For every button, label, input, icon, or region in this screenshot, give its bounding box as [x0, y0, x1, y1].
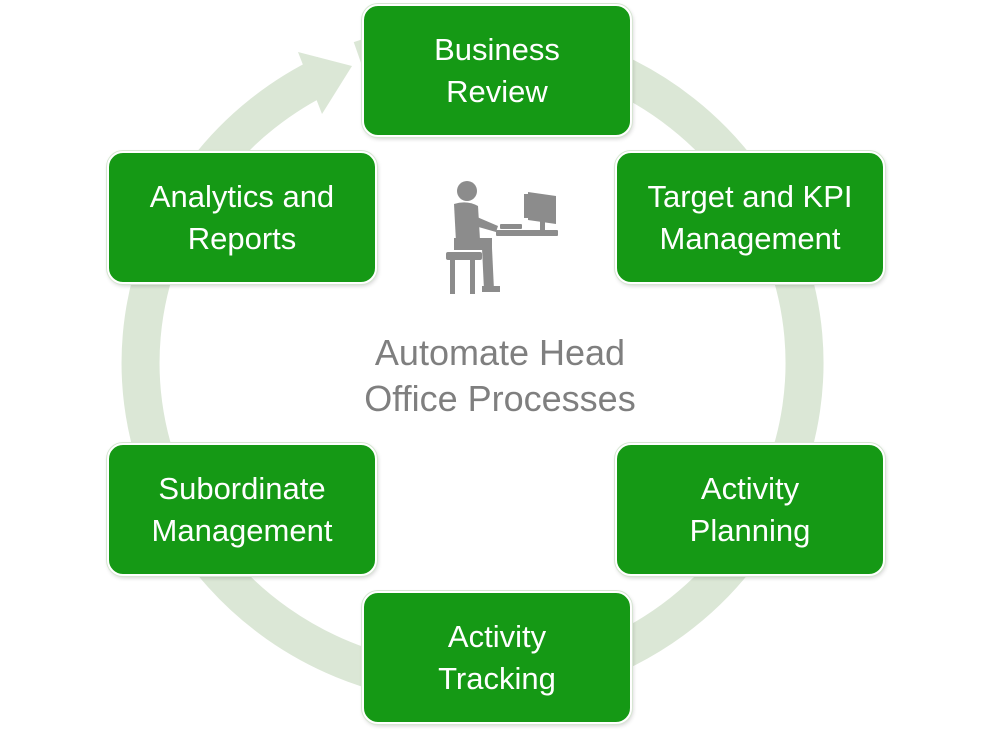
step-target-kpi-line1: Target and KPI [647, 178, 853, 214]
step-analytics-reports-line1: Analytics and [149, 178, 335, 214]
step-business-review: Business Review [362, 4, 632, 137]
step-activity-planning: Activity Planning [615, 443, 885, 576]
center-title: Automate Head Office Processes [300, 330, 700, 422]
step-activity-tracking-line1: Activity [447, 618, 547, 654]
step-business-review-line2: Review [446, 73, 548, 109]
step-subordinate-management-line1: Subordinate [158, 470, 326, 506]
step-target-kpi-line2: Management [659, 220, 841, 256]
center-title-line2: Office Processes [364, 378, 636, 419]
step-subordinate-management: Subordinate Management [107, 443, 377, 576]
step-analytics-reports: Analytics and Reports [107, 151, 377, 284]
step-target-kpi-management: Target and KPI Management [615, 151, 885, 284]
center-title-line1: Automate Head [374, 332, 626, 373]
cycle-arrowhead [298, 52, 352, 114]
step-activity-planning-line2: Planning [689, 512, 811, 548]
person-at-computer-icon [446, 181, 558, 294]
step-subordinate-management-line2: Management [151, 512, 333, 548]
step-business-review-line1: Business [434, 31, 560, 67]
step-activity-planning-line1: Activity [700, 470, 800, 506]
step-analytics-reports-line2: Reports [187, 220, 297, 256]
step-activity-tracking: Activity Tracking [362, 591, 632, 724]
step-activity-tracking-line2: Tracking [438, 660, 556, 696]
